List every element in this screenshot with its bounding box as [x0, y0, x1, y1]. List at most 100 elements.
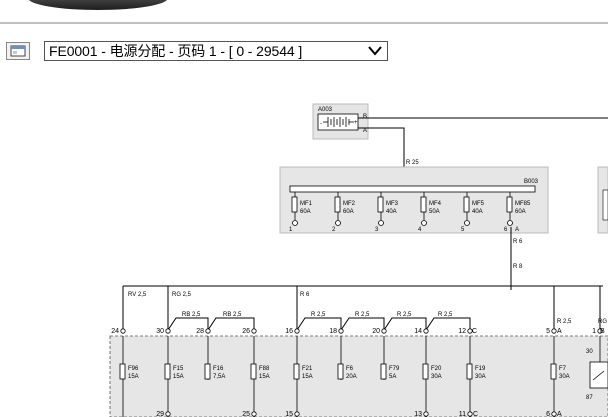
fuse-name: F79: [389, 366, 400, 372]
top-pin-number: 5: [546, 328, 550, 335]
bottom-pin-connector: [165, 411, 171, 417]
relay-pin-87: 87: [586, 395, 593, 401]
fuse-f16[interactable]: F16 7,5A: [204, 363, 225, 380]
megafuse-rating: 60A: [300, 209, 311, 215]
megafuse-rating: 50A: [429, 209, 440, 215]
bottom-pin-connector: [294, 411, 300, 417]
megafuse-name: MF3: [386, 201, 399, 207]
megafuse-out-pin-letter: A: [515, 227, 519, 233]
megafuse-pin: 5: [461, 227, 465, 233]
chevron-down-icon: [368, 46, 382, 56]
window-icon: [10, 45, 26, 57]
megafuse-rating: 60A: [343, 209, 354, 215]
fuse-name: F16: [213, 366, 224, 372]
megafuse-rating: 60A: [515, 209, 526, 215]
relay[interactable]: [589, 361, 608, 389]
fuse-symbol: [293, 363, 300, 380]
svg-text:-: -: [320, 121, 322, 127]
fuse-symbol: [119, 363, 126, 380]
fuse-symbol: [164, 363, 171, 380]
megafuse-name: MF4: [429, 201, 442, 207]
fuse-name: F7: [559, 366, 567, 372]
header-logo-strip: [0, 0, 608, 24]
branch-label-4: R 2,5: [557, 319, 572, 325]
bus-label-1: RB 2,5: [182, 312, 201, 318]
megafuse-symbol: [463, 196, 470, 213]
fuse-rating: 30A: [559, 374, 570, 380]
megafuse-name: MF85: [515, 201, 531, 207]
bottom-pin-number: 15: [285, 411, 293, 417]
relay-pin-30: 30: [586, 349, 593, 355]
branch-label-5: RG: [598, 319, 607, 325]
top-pin-connector: [120, 328, 126, 334]
fuse-symbol: [337, 363, 344, 380]
top-pin-connector: [467, 328, 473, 334]
bottom-pin-connector: [551, 411, 557, 417]
brand-logo: [28, 0, 168, 10]
top-pin-connector: [338, 328, 344, 334]
battery-pin-b: B: [363, 114, 367, 120]
top-pin-number: 14: [414, 328, 422, 335]
fuse-rating: 20A: [346, 374, 357, 380]
bottom-pin-letter-a: A: [557, 411, 562, 417]
fuse-symbol: [380, 363, 387, 380]
window-icon-button[interactable]: [6, 42, 30, 60]
megafuse-mf3[interactable]: MF3 40A 3: [375, 192, 399, 233]
fuse-rating: 15A: [128, 374, 139, 380]
page-selector[interactable]: FE0001 - 电源分配 - 页码 1 - [ 0 - 29544 ]: [44, 41, 388, 61]
top-pin-number: 16: [285, 328, 293, 335]
top-pin-number: 12: [458, 328, 466, 335]
fuse-rating: 30A: [475, 374, 486, 380]
fuse-rating: 15A: [259, 374, 270, 380]
bottom-pin-letter-c: C: [473, 411, 478, 417]
bus-label-2: RB 2,5: [223, 312, 242, 318]
bottom-pin-number: 6: [546, 411, 550, 417]
feed-wire-label-1: R 6: [513, 239, 523, 245]
fuse-rating: 15A: [302, 374, 313, 380]
bus-label-3: R 2,5: [311, 312, 326, 318]
megafuse-pin: 4: [418, 227, 422, 233]
fuse-symbol: [550, 363, 557, 380]
fuse-box[interactable]: [109, 335, 608, 417]
battery-component[interactable]: A003 - +: [312, 103, 369, 140]
megafuse-mf85[interactable]: MF85 60A 6: [504, 192, 531, 233]
bus-label-6: R 2,5: [438, 312, 453, 318]
megafuse-rating: 40A: [386, 209, 397, 215]
fuse-rating: 7,5A: [213, 374, 225, 380]
fuse-name: F6: [346, 366, 354, 372]
top-pin-number: 30: [156, 328, 164, 335]
megafuse-mf4[interactable]: MF4 50A 4: [418, 192, 442, 233]
top-pin-letter-b: B: [600, 328, 605, 335]
megafuse-name: MF1: [300, 201, 313, 207]
top-pin-number: 1: [592, 328, 596, 335]
battery-pin-a: A: [363, 128, 367, 134]
fuse-symbol: [466, 363, 473, 380]
fuse-name: F21: [302, 366, 313, 372]
top-pin-number: 20: [372, 328, 380, 335]
bus-label-4: R 2,5: [355, 312, 370, 318]
fuse-symbol: [204, 363, 211, 380]
top-pin-number: 28: [196, 328, 204, 335]
megafuse-box[interactable]: B003 MF160A1MF260A2MF340A3MF450A4MF540A5…: [279, 166, 549, 234]
top-pin-number: 26: [242, 328, 250, 335]
top-pin-connector: [251, 328, 257, 334]
wiring-diagram: A003 - + B A R 25 B B003 MF160A1MF260A2M…: [109, 103, 608, 417]
battery-icon: [323, 117, 354, 127]
bus-label-5: R 2,5: [397, 312, 412, 318]
megafuse-name: MF2: [343, 201, 356, 207]
megafuse-pin: 6: [504, 227, 508, 233]
megafuse-pin: 3: [375, 227, 379, 233]
bottom-pin-connector: [251, 411, 257, 417]
